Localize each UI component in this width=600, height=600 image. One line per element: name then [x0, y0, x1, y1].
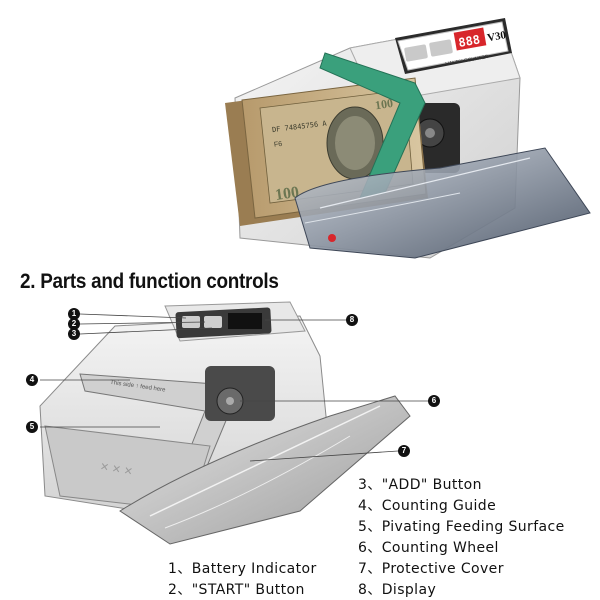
legend-item-8: 8、Display — [358, 582, 437, 598]
legend-item-1: 1、Battery Indicator — [168, 561, 317, 577]
diagram-display — [228, 313, 262, 329]
diagram-protective-cover — [119, 395, 411, 545]
callout-7: 7 — [398, 445, 410, 457]
leader-lines — [40, 313, 428, 462]
callout-3: 3 — [68, 328, 80, 340]
start-button[interactable] — [404, 44, 428, 62]
diagram-add-button — [204, 316, 222, 328]
callout-8: 8 — [346, 314, 358, 326]
legend-item-4: 4、Counting Guide — [358, 498, 497, 514]
transparent-cover — [294, 147, 591, 259]
diagram-counting-wheel — [205, 366, 275, 421]
legend-item-3: 3、"ADD" Button — [358, 477, 482, 493]
callout-2: 2 — [68, 318, 80, 330]
callout-6: 6 — [428, 395, 440, 407]
section-heading: 2. Parts and function controls — [20, 270, 279, 293]
svg-text:× × ×: × × × — [99, 458, 134, 479]
add-button[interactable] — [429, 39, 453, 57]
callout-5: 5 — [26, 421, 38, 433]
bill-value-left: 100 — [274, 184, 300, 204]
callout-1: 1 — [68, 308, 80, 320]
bill-value-right: 100 — [374, 96, 394, 112]
control-panel: 888 V30 HANDY COUNTER — [395, 18, 512, 74]
display-screen — [453, 27, 487, 51]
callout-4: 4 — [26, 374, 38, 386]
money-counter-photo: 888 V30 HANDY COUNTER DF 74845756 A F6 1… — [225, 18, 591, 259]
legend-item-7: 7、Protective Cover — [358, 561, 504, 577]
legend-item-6: 6、Counting Wheel — [358, 540, 499, 556]
display-digits: 888 — [457, 32, 481, 50]
model-label: V30 — [486, 29, 507, 44]
legend-item-5: 5、Pivating Feeding Surface — [358, 519, 565, 535]
diagram-control-panel — [175, 307, 272, 339]
bill-letter: F6 — [274, 141, 283, 149]
parts-diagram: This side ↑ feed here × × × — [39, 301, 428, 545]
legend-item-2: 2、"START" Button — [168, 582, 305, 598]
